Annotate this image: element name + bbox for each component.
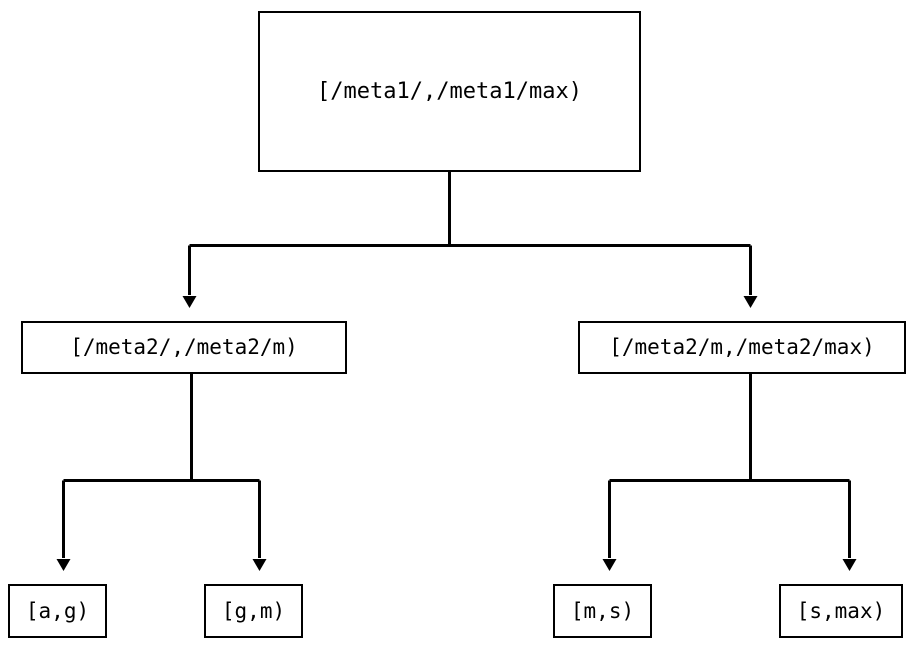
edge-mid-left-to-leaf-ag <box>56 480 71 571</box>
tree-node-leaf-smax: [s,max) <box>779 584 903 638</box>
tree-node-mid-right-label: [/meta2/m,/meta2/max) <box>609 335 875 359</box>
tree-node-leaf-ms-label: [m,s) <box>570 598 635 623</box>
tree-node-leaf-ms: [m,s) <box>553 584 652 638</box>
edge-mid-left-to-leaf-bus <box>63 374 260 482</box>
edge-root-to-mid-left <box>182 245 197 308</box>
edge-root-to-mid-right <box>743 245 758 308</box>
edge-mid-right-to-leaf-ms <box>602 480 617 571</box>
tree-node-leaf-ag-label: [a,g) <box>25 598 90 623</box>
edge-mid-right-to-leaf-bus <box>609 374 850 482</box>
tree-node-leaf-ag: [a,g) <box>8 584 107 638</box>
edge-root-to-mid-bus <box>189 172 751 247</box>
tree-node-leaf-gm: [g,m) <box>204 584 303 638</box>
tree-node-mid-left: [/meta2/,/meta2/m) <box>21 321 347 374</box>
tree-node-mid-right: [/meta2/m,/meta2/max) <box>578 321 906 374</box>
tree-node-root-label: [/meta1/,/meta1/max) <box>317 78 582 104</box>
tree-node-leaf-gm-label: [g,m) <box>221 598 286 623</box>
edge-mid-right-to-leaf-smax <box>842 480 857 571</box>
edge-mid-left-to-leaf-gm <box>252 480 267 571</box>
tree-node-root: [/meta1/,/meta1/max) <box>258 11 641 172</box>
tree-node-leaf-smax-label: [s,max) <box>796 598 886 623</box>
tree-node-mid-left-label: [/meta2/,/meta2/m) <box>70 335 298 359</box>
